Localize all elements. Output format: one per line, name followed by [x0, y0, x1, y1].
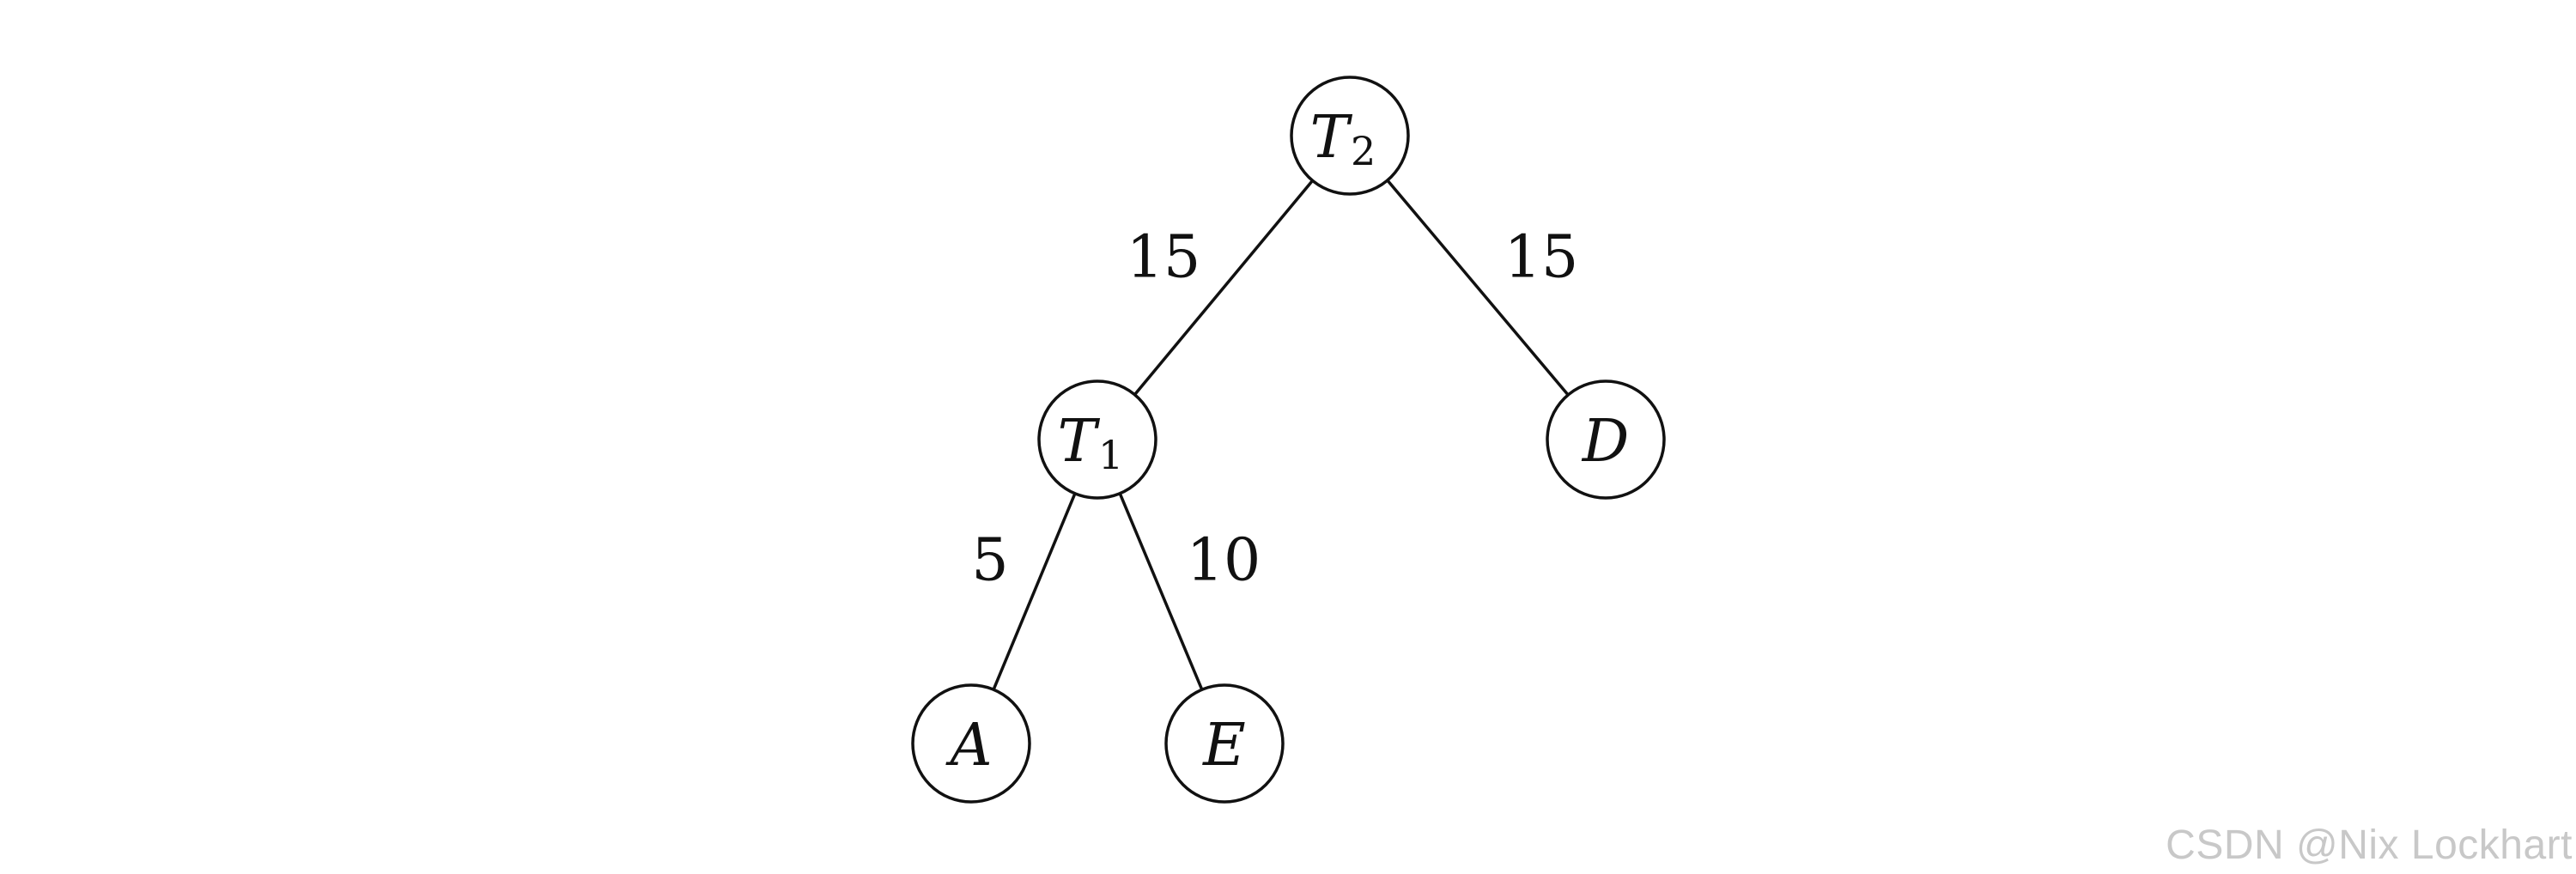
- node-circle: [911, 683, 1031, 804]
- edges-layer: [992, 179, 1570, 690]
- node-label-main: E: [1201, 712, 1246, 780]
- edge-t2-t1: [1133, 179, 1314, 396]
- node-a: A: [911, 683, 1031, 804]
- node-label-subscript: 2: [1351, 128, 1376, 174]
- edge-weight-t2-t1: 15: [1127, 224, 1201, 292]
- edge-t1-a: [992, 493, 1077, 690]
- node-e: E: [1164, 683, 1285, 804]
- edge-weight-t1-e: 10: [1187, 527, 1261, 595]
- node-label: T2: [1310, 104, 1376, 175]
- node-label: A: [945, 712, 992, 780]
- node-circle: [1164, 683, 1285, 804]
- node-label: E: [1201, 712, 1246, 780]
- node-label-main: D: [1581, 408, 1630, 476]
- edge-t1-e: [1118, 493, 1204, 690]
- node-t2: T2: [1290, 76, 1410, 196]
- node-circle: [1546, 379, 1666, 500]
- node-label-subscript: 1: [1098, 432, 1123, 478]
- node-circle: [1037, 379, 1157, 500]
- node-label-main: T: [1310, 104, 1353, 172]
- node-t1: T1: [1037, 379, 1157, 500]
- node-label-main: T: [1058, 408, 1101, 476]
- node-label: T1: [1058, 408, 1124, 479]
- watermark: CSDN @Nix Lockhart: [2166, 822, 2573, 868]
- node-d: D: [1546, 379, 1666, 500]
- edge-t2-d: [1386, 179, 1570, 397]
- node-label-main: A: [945, 712, 992, 780]
- edge-weight-t1-a: 5: [971, 527, 1008, 595]
- node-label: D: [1581, 408, 1630, 476]
- edge-weight-t2-d: 15: [1504, 224, 1579, 292]
- edge-weights-layer: 15 15 5 10: [971, 224, 1578, 595]
- node-circle: [1290, 76, 1410, 196]
